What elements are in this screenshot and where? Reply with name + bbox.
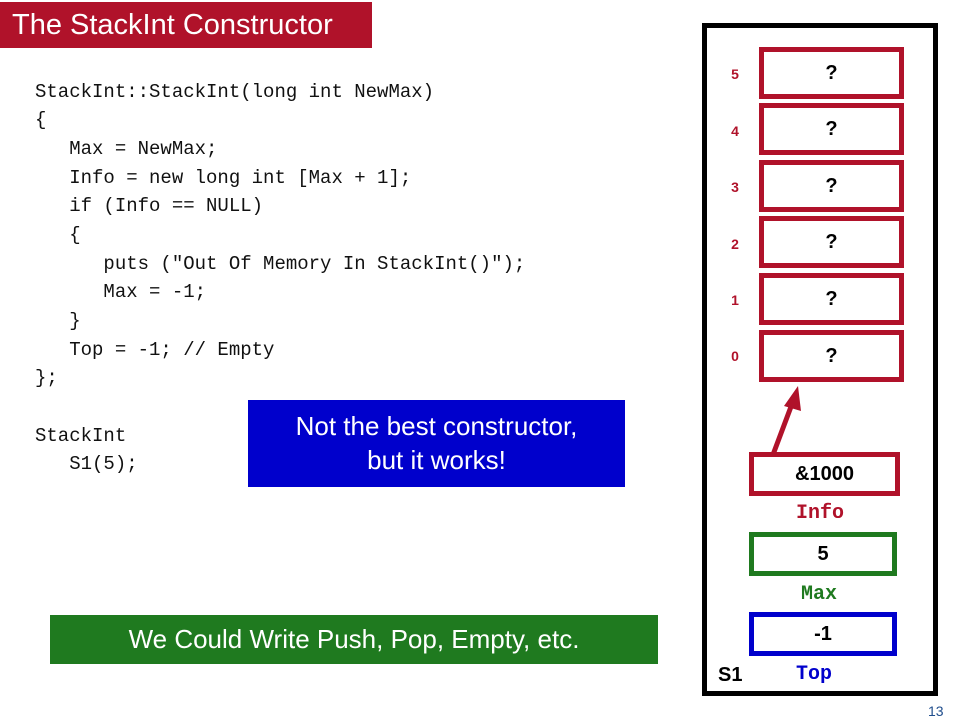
- array-cell: ?: [759, 216, 904, 268]
- code-line: StackInt: [35, 425, 127, 447]
- slide-title: The StackInt Constructor: [0, 2, 372, 48]
- code-line: }: [35, 310, 81, 332]
- callout-line: Not the best constructor,: [295, 411, 578, 441]
- code-line: {: [35, 224, 81, 246]
- object-name: S1: [718, 664, 743, 686]
- code-line: Max = NewMax;: [35, 138, 218, 160]
- callout-line: but it works!: [367, 445, 506, 475]
- code-line: if (Info == NULL): [35, 195, 264, 217]
- code-line: Info = new long int [Max + 1];: [35, 167, 412, 189]
- page-number: 13: [928, 703, 944, 719]
- memory-frame: [702, 23, 938, 696]
- code-line: {: [35, 109, 47, 131]
- array-cell: ?: [759, 103, 904, 155]
- callout-not-best-constructor: Not the best constructor, but it works!: [248, 400, 625, 487]
- array-index: 3: [731, 179, 739, 195]
- code-line: Top = -1; // Empty: [35, 339, 275, 361]
- code-line: puts ("Out Of Memory In StackInt()");: [35, 253, 526, 275]
- code-line: };: [35, 367, 58, 389]
- array-index: 2: [731, 236, 739, 252]
- array-index: 5: [731, 66, 739, 82]
- top-label: Top: [796, 663, 833, 686]
- array-cell: ?: [759, 160, 904, 212]
- callout-could-write-push-pop: We Could Write Push, Pop, Empty, etc.: [50, 615, 658, 664]
- max-label: Max: [801, 583, 838, 606]
- array-cell: ?: [759, 330, 904, 382]
- info-label: Info: [796, 502, 845, 525]
- info-box: &1000: [749, 452, 900, 496]
- code-line: S1(5);: [35, 453, 138, 475]
- array-cell: ?: [759, 273, 904, 325]
- array-index: 4: [731, 123, 739, 139]
- array-cell: ?: [759, 47, 904, 99]
- top-box: -1: [749, 612, 897, 656]
- array-index: 0: [731, 348, 739, 364]
- code-line: Max = -1;: [35, 281, 207, 303]
- max-box: 5: [749, 532, 897, 576]
- code-line: StackInt::StackInt(long int NewMax): [35, 81, 435, 103]
- array-index: 1: [731, 292, 739, 308]
